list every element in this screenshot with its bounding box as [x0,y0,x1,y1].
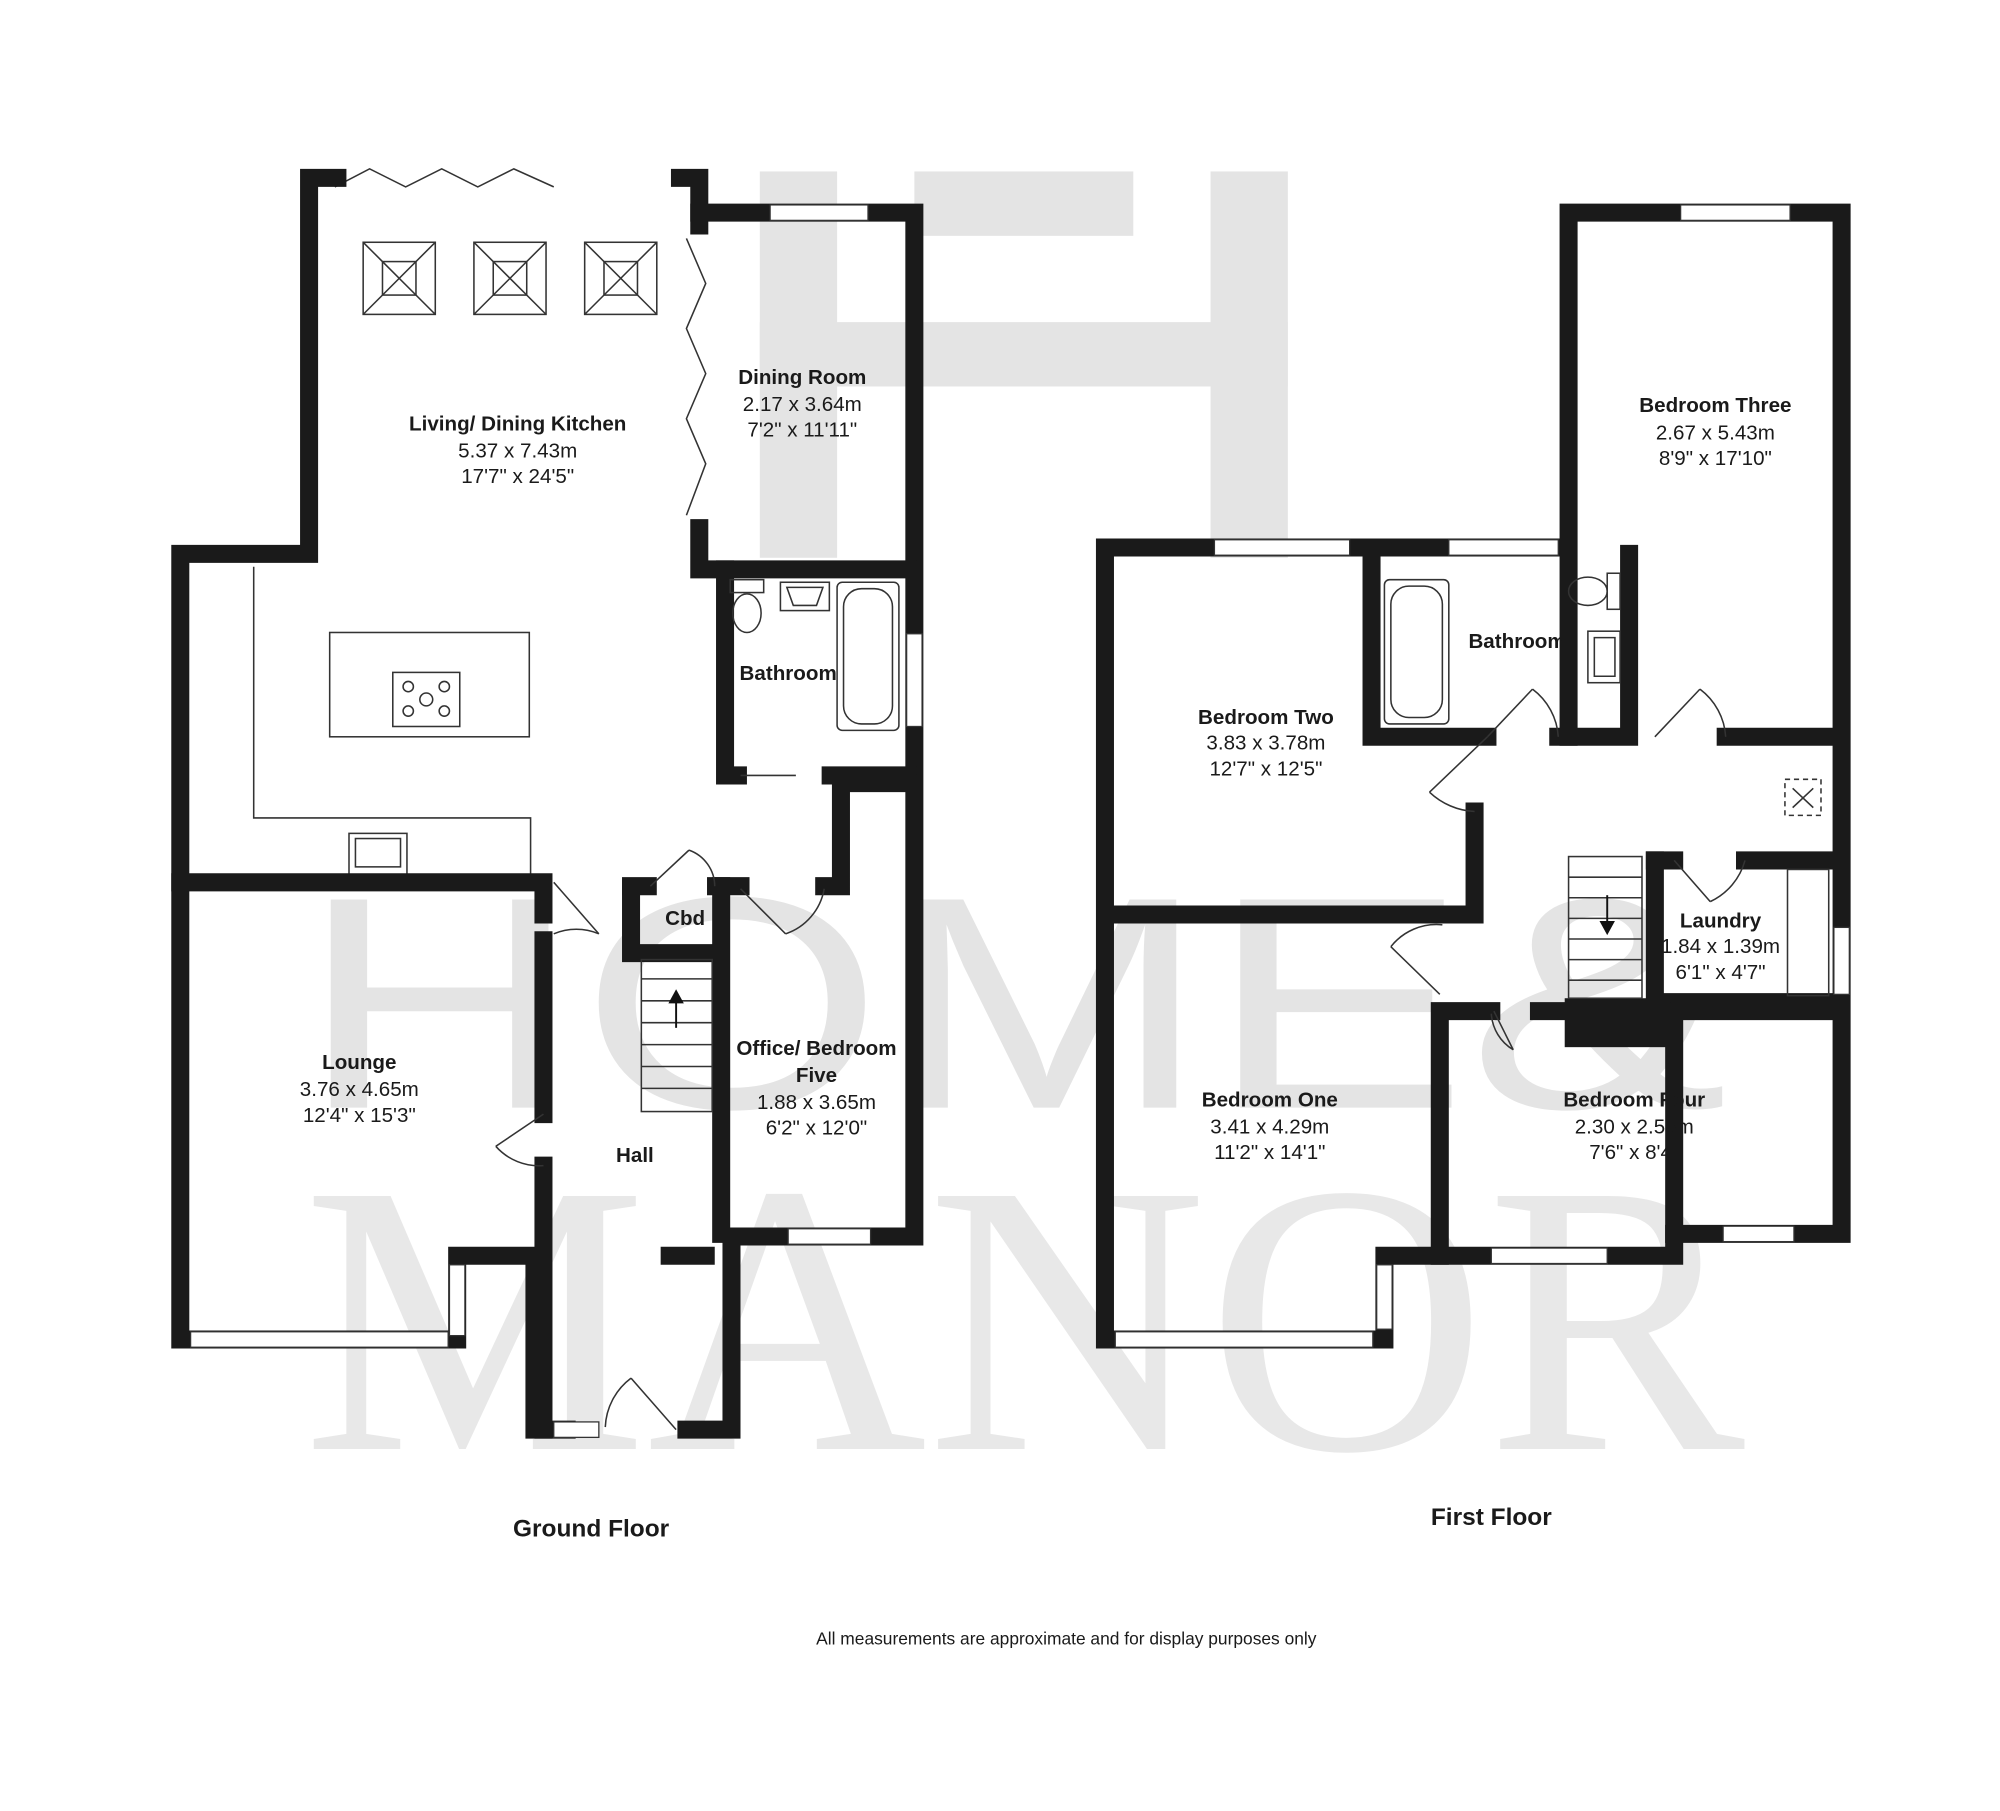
room-imperial-laundry: 6'1" x 4'7" [1676,961,1766,984]
bifold-door-rear [334,167,555,188]
room-name-cbd: Cbd [665,907,705,930]
room-imperial-kitchen: 17'7" x 24'5" [461,465,574,488]
windows-ground [189,204,923,1439]
watermark-line2: MANOR [303,1105,1747,1533]
staircase [640,958,713,1113]
arrow-down-icon [1599,920,1615,936]
room-name-lounge: Lounge [322,1051,396,1074]
room-metric-office: 1.88 x 3.65m [757,1091,876,1114]
ground-floor-plan: Living/ Dining Kitchen 5.37 x 7.43m 17'7… [171,167,924,1543]
skylight-icon-landing [1784,778,1822,817]
room-metric-dining: 2.17 x 3.64m [743,393,862,416]
room-imperial-bedroom-four: 7'6" x 8'4" [1589,1141,1679,1164]
room-name-office-line1: Office/ Bedroom [736,1037,896,1060]
floor-label-first: First Floor [1431,1504,1552,1531]
room-name-bedroom-two: Bedroom Two [1198,706,1334,729]
room-imperial-dining: 7'2" x 11'11" [747,419,857,442]
room-imperial-bedroom-one: 11'2" x 14'1" [1214,1141,1325,1164]
room-metric-laundry: 1.84 x 1.39m [1661,935,1780,958]
room-metric-kitchen: 5.37 x 7.43m [458,439,577,462]
floor-label-ground: Ground Floor [513,1516,670,1543]
room-imperial-bedroom-two: 12'7" x 12'5" [1209,757,1322,780]
room-name-bedroom-one: Bedroom One [1202,1088,1338,1111]
hob-icon [392,671,461,728]
room-metric-bedroom-three: 2.67 x 5.43m [1656,421,1775,444]
watermark: HOME& MANOR [299,171,1747,1533]
skylight-icons [362,241,658,316]
staircase-first [1567,855,1643,999]
laundry-cupboard [1786,868,1830,997]
room-name-bedroom-four: Bedroom Four [1563,1088,1705,1111]
room-metric-bedroom-two: 3.83 x 3.78m [1206,732,1325,755]
room-imperial-lounge: 12'4" x 15'3" [303,1104,416,1127]
room-metric-bedroom-four: 2.30 x 2.55m [1575,1115,1694,1138]
room-imperial-office: 6'2" x 12'0" [766,1117,868,1140]
door-swings [495,774,825,1431]
room-name-bedroom-three: Bedroom Three [1639,394,1791,417]
room-name-office-line2: Five [796,1064,837,1087]
door-swings-first [1390,688,1746,1051]
windows-first [1114,204,1850,1348]
kitchen-island [328,631,531,738]
arrow-up-icon [668,989,684,1004]
bathroom-fixtures-first [1383,572,1621,725]
bifold-door-dining [685,238,707,516]
room-imperial-bedroom-three: 8'9" x 17'10" [1659,447,1772,470]
room-name-laundry: Laundry [1680,909,1762,932]
room-name-kitchen: Living/ Dining Kitchen [409,412,626,435]
first-floor-plan: Bedroom Three 2.67 x 5.43m 8'9" x 17'10"… [1095,203,1851,1531]
room-name-hall: Hall [616,1144,654,1167]
disclaimer: All measurements are approximate and for… [816,1629,1317,1649]
room-name-bathroom-first: Bathroom [1468,630,1565,653]
room-name-dining: Dining Room [738,366,866,389]
stair-void [1564,998,1671,1048]
bathroom-fixtures [729,578,900,732]
room-metric-lounge: 3.76 x 4.65m [300,1078,419,1101]
room-metric-bedroom-one: 3.41 x 4.29m [1210,1115,1329,1138]
room-name-bathroom-ground: Bathroom [740,662,837,685]
